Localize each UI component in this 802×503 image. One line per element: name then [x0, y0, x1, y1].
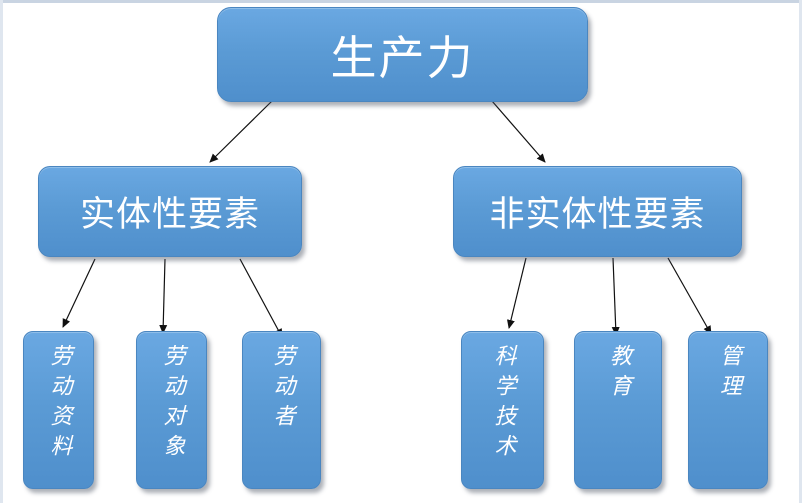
leaf-node-means-of-labor: 劳动资料: [23, 331, 94, 489]
category-node-tangible-label: 实体性要素: [79, 195, 260, 235]
leaf-node-label: 科学技术: [490, 344, 516, 464]
leaf-node-education: 教育: [574, 331, 662, 489]
root-node: 生产力: [217, 7, 588, 102]
leaf-node-label: 劳动者: [269, 344, 295, 434]
leaf-node-laborers: 劳动者: [242, 331, 321, 489]
leaf-node-label: 管理: [716, 344, 741, 404]
leaf-node-label: 劳动对象: [159, 344, 185, 464]
arrow-left-to-leaf-2: [159, 258, 168, 334]
leaf-node-label: 劳动资料: [46, 344, 72, 464]
leaf-node-objects-of-labor: 劳动对象: [136, 331, 207, 489]
arrow-right-to-leaf-4: [507, 257, 527, 329]
category-node-tangible: 实体性要素: [38, 166, 302, 257]
category-node-intangible: 非实体性要素: [453, 166, 742, 257]
window-top-border: [0, 0, 802, 3]
window-left-border: [0, 0, 3, 503]
root-node-label: 生产力: [330, 30, 475, 85]
arrow-left-to-leaf-1: [62, 258, 96, 328]
arrow-left-to-leaf-3: [239, 258, 283, 338]
arrow-root-to-left: [209, 100, 273, 163]
window-right-border: [799, 0, 802, 503]
arrow-right-to-leaf-5: [611, 257, 620, 336]
leaf-node-label: 教育: [606, 344, 631, 404]
arrow-right-to-leaf-6: [667, 257, 712, 335]
leaf-node-management: 管理: [688, 331, 768, 489]
leaf-node-science-technology: 科学技术: [461, 331, 544, 489]
arrow-root-to-right: [491, 100, 546, 163]
category-node-intangible-label: 非实体性要素: [489, 195, 706, 235]
